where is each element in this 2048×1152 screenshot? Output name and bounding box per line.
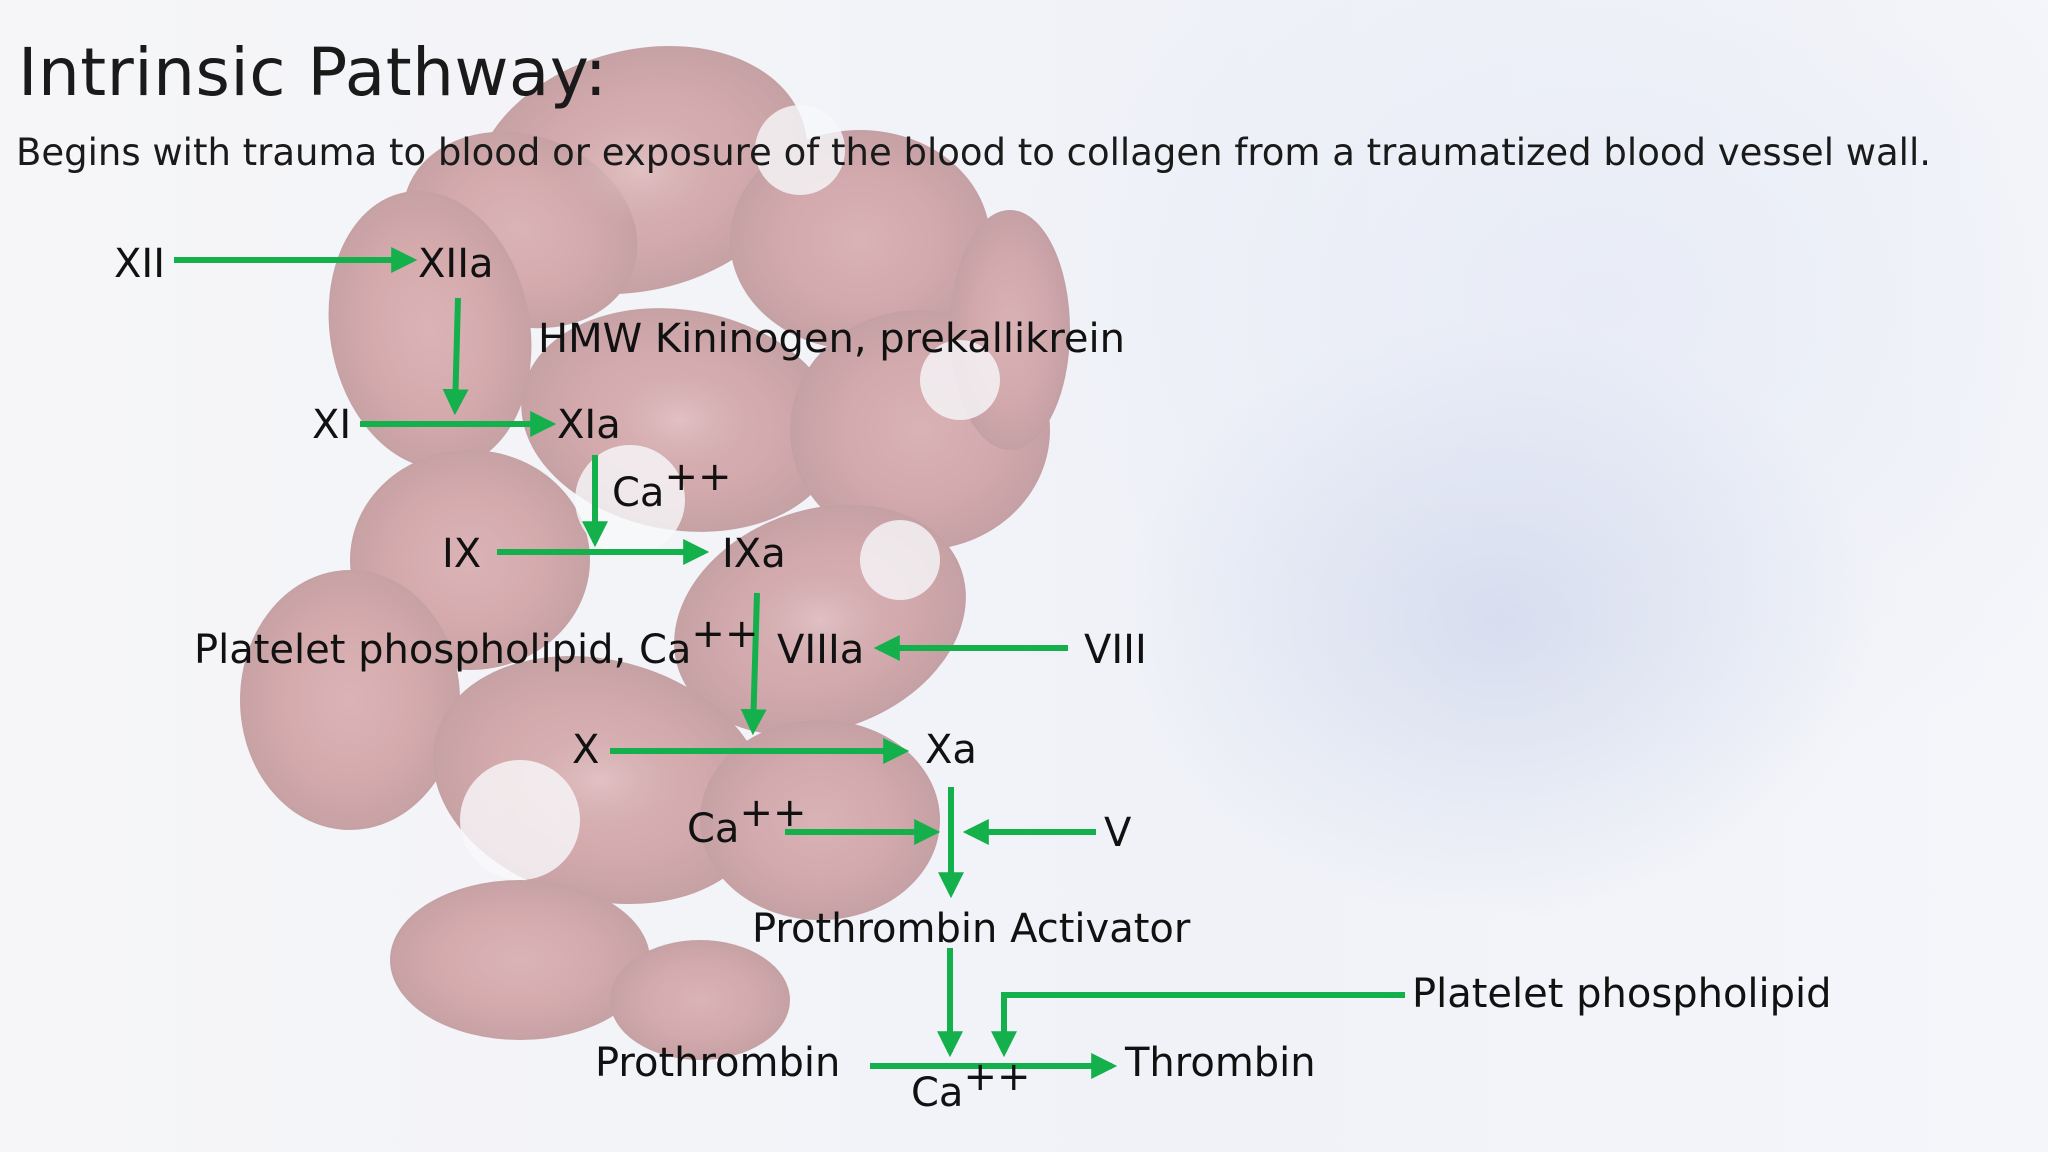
prothrombin-activator-label: Prothrombin Activator [752, 906, 1191, 952]
factor-ix-label: IX [442, 531, 481, 577]
factor-ixa-label: IXa [722, 531, 786, 577]
hmw-kininogen-label: HMW Kininogen, prekallikrein [538, 316, 1125, 362]
platelet-phospholipid-label: Platelet phospholipid [1412, 971, 1832, 1017]
factor-v-label: V [1104, 810, 1132, 856]
arrow-platelet-to-thrombin [991, 992, 1405, 1058]
factor-xii-label: XII [114, 241, 165, 287]
factor-xiia-label: XIIa [418, 241, 494, 287]
arrow-xiia-to-xia [442, 297, 469, 416]
calcium-label-3: Ca++ [911, 1054, 1030, 1116]
arrow-ixa-to-xa [740, 592, 767, 736]
slide-title: Intrinsic Pathway: [18, 34, 608, 111]
pathway-arrows [174, 247, 1405, 1079]
factor-xa-label: Xa [925, 727, 977, 773]
factor-viii-label: VIII [1084, 627, 1147, 673]
factor-xia-label: XIa [557, 402, 621, 448]
factor-viiia-label: VIIIa [777, 627, 864, 673]
factor-x-label: X [572, 727, 599, 773]
slide-subtitle: Begins with trauma to blood or exposure … [16, 131, 1931, 174]
calcium-label-1: Ca++ [612, 454, 731, 516]
factor-xi-label: XI [312, 402, 351, 448]
thrombin-label: Thrombin [1124, 1040, 1316, 1086]
calcium-label-2: Ca++ [687, 790, 806, 852]
prothrombin-label: Prothrombin [595, 1040, 840, 1086]
platelet-phospholipid-calcium-label: Platelet phospholipid, Ca++ [194, 611, 758, 673]
